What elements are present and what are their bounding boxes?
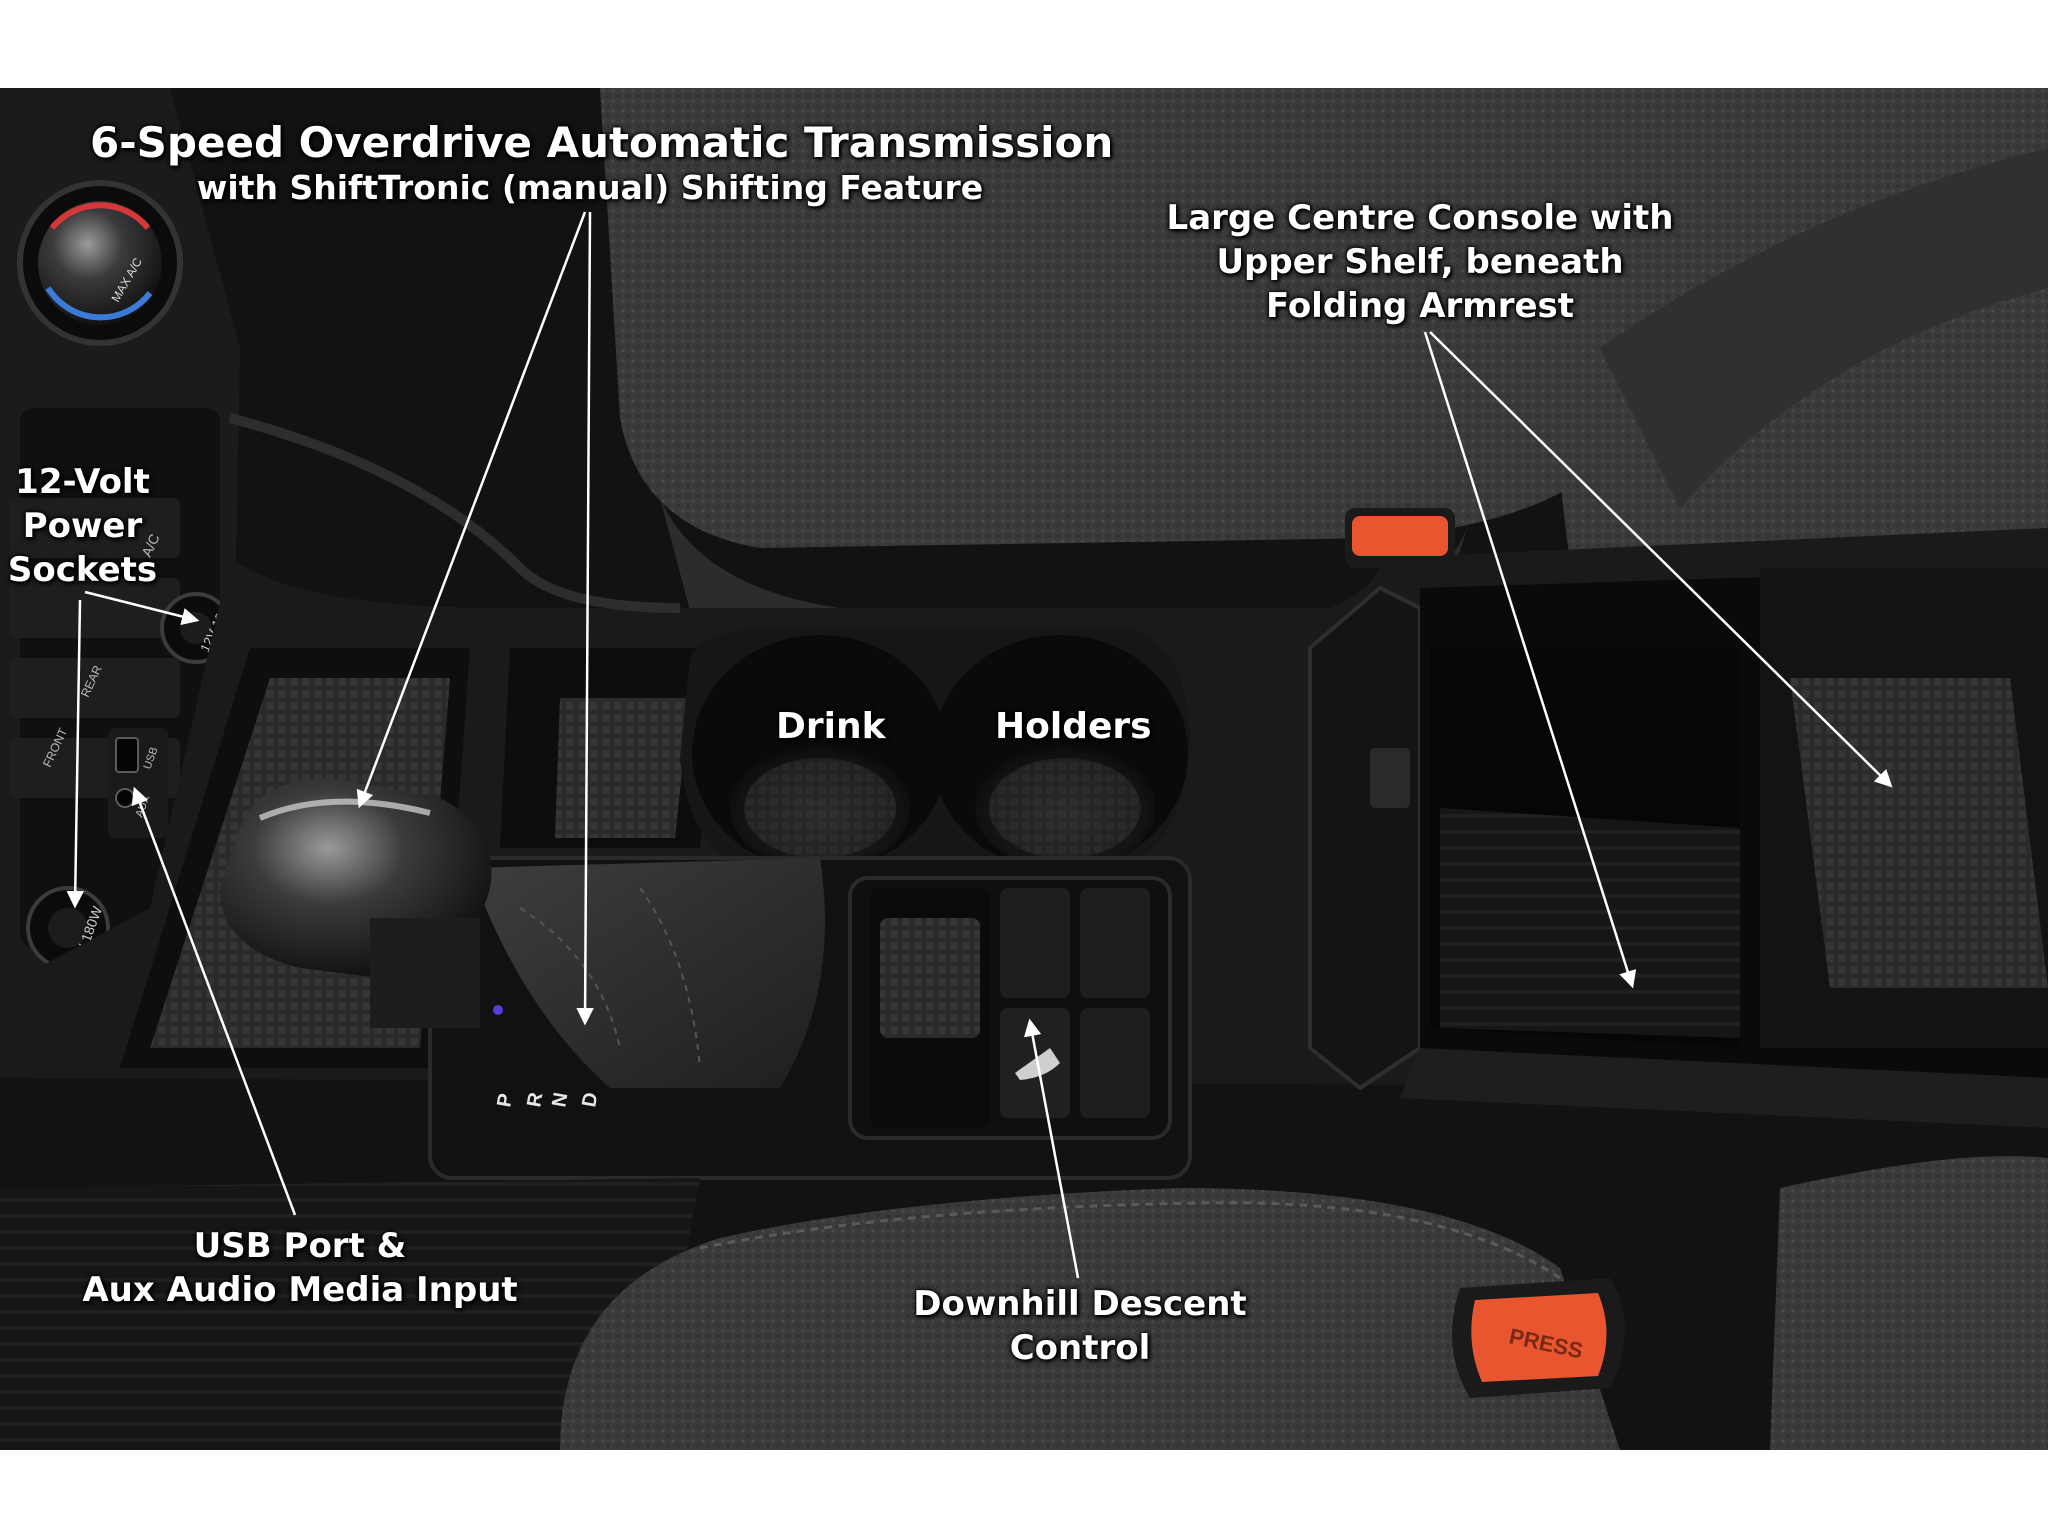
callout-usb-aux: USB Port & Aux Audio Media Input [80,1224,520,1312]
callout-power-line2: Power [22,506,143,546]
seat-front [560,1188,1620,1450]
switch-4 [1080,1008,1150,1118]
callout-console-line2: Upper Shelf, beneath [1216,242,1624,282]
callout-power-line3: Sockets [7,550,158,590]
switch-1 [1000,888,1070,998]
floor-mat [0,1178,700,1450]
shift-boot [470,858,825,1088]
callout-console-line1: Large Centre Console with [1166,198,1674,238]
armrest-lid [1308,585,1422,1091]
gear-d: D [578,1091,602,1109]
seat-right-bottom [1770,1156,2048,1450]
callout-power-line1: 12-Volt [15,462,150,502]
callout-downhill-line2: Control [1009,1328,1151,1368]
callout-console: Large Centre Console with Upper Shelf, b… [1150,196,1690,328]
seatbelt-latch-top [1345,508,1455,568]
gear-r: R [523,1090,547,1109]
callout-transmission: 6-Speed Overdrive Automatic Transmission… [90,118,1114,208]
callout-usb-line1: USB Port & [193,1226,407,1266]
callout-power-sockets: 12-Volt Power Sockets [0,460,165,592]
callout-console-line3: Folding Armrest [1265,286,1575,326]
cupholder-left [692,635,948,871]
usb-port [115,737,139,773]
gear-p: P [493,1092,517,1109]
gear-n: N [548,1091,572,1109]
cupholder-right [932,635,1188,871]
console-bin-floor [1440,808,1740,1038]
aux-port [115,788,135,808]
switch-2 [1080,888,1150,998]
gear-indicator: P R N D [493,1005,602,1109]
callout-transmission-line1: 6-Speed Overdrive Automatic Transmission [90,118,1114,167]
callout-holders: Holders [995,706,1152,747]
seat-back-top [600,88,1640,548]
callout-downhill: Downhill Descent Control [900,1282,1260,1370]
callout-transmission-line2: with ShiftTronic (manual) Shifting Featu… [196,168,984,207]
callout-downhill-line1: Downhill Descent [913,1284,1247,1324]
callout-usb-line2: Aux Audio Media Input [82,1270,518,1310]
callout-drink: Drink [776,706,886,747]
seatbelt-latch-bottom: PRESS [1452,1278,1625,1398]
